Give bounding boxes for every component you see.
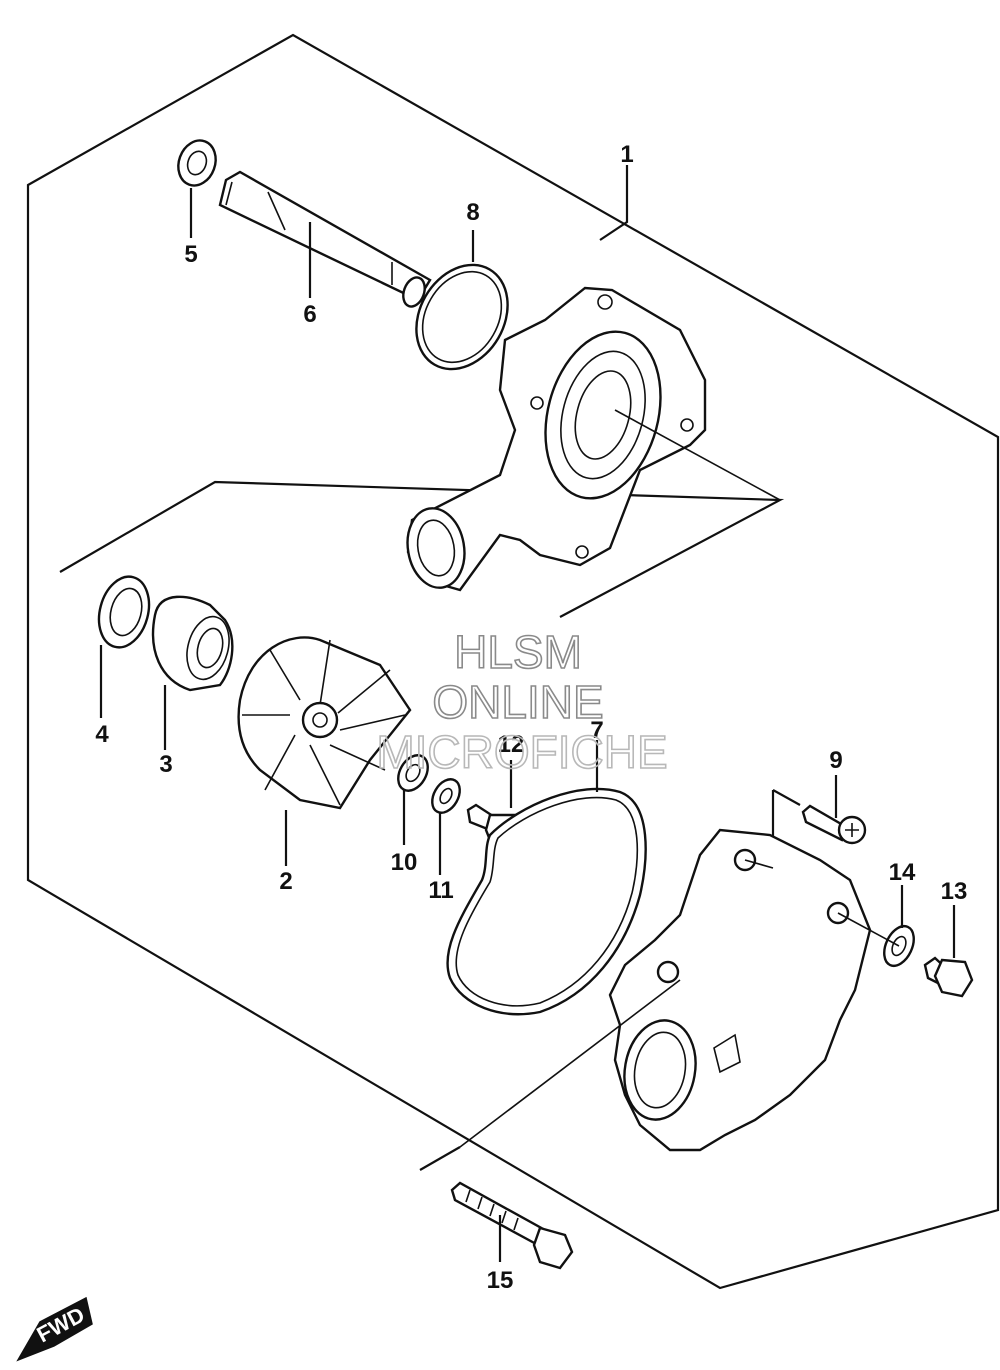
part-shaft-6[interactable] — [218, 170, 432, 310]
part-bolt-13[interactable] — [923, 956, 974, 998]
assembly-boundary — [26, 33, 1000, 1290]
part-screw-9[interactable] — [801, 804, 867, 845]
watermark-line-2: ONLINE — [432, 676, 603, 728]
part-gasket-7[interactable] — [446, 787, 647, 1016]
part-oil-seal-4[interactable] — [92, 571, 157, 653]
part-washer-5[interactable] — [172, 135, 222, 191]
fwd-arrow-icon — [16, 1296, 93, 1362]
part-o-ring-8[interactable] — [398, 248, 526, 385]
leader-lines — [99, 165, 956, 1262]
callout-9: 9 — [829, 747, 842, 774]
part-bolt-15[interactable] — [450, 1181, 574, 1270]
callout-11: 11 — [428, 877, 453, 904]
callout-5: 5 — [184, 241, 197, 268]
callout-2: 2 — [279, 868, 292, 895]
callout-10: 10 — [391, 849, 418, 876]
watermark: HLSM ONLINE MICROFICHE — [376, 625, 669, 779]
fwd-badge: FWD — [16, 1296, 93, 1362]
watermark-line-3: MICROFICHE — [376, 726, 667, 778]
callout-6: 6 — [303, 301, 316, 328]
callout-8: 8 — [466, 199, 479, 226]
callout-15: 15 — [487, 1267, 514, 1294]
callout-1: 1 — [620, 141, 633, 168]
part-washer-11[interactable] — [427, 774, 466, 817]
callout-12: 12 — [498, 731, 525, 758]
part-washer-10[interactable] — [392, 750, 434, 796]
callout-13: 13 — [941, 878, 968, 905]
callout-3: 3 — [159, 751, 172, 778]
subassembly-bracket-lower — [419, 1146, 461, 1171]
callout-4: 4 — [95, 721, 109, 748]
callout-14: 14 — [889, 859, 916, 886]
part-impeller-2[interactable] — [237, 636, 412, 810]
watermark-line-1: HLSM — [454, 626, 582, 678]
callout-7: 7 — [590, 717, 603, 744]
part-pump-cover[interactable] — [459, 828, 900, 1152]
part-pump-body-1[interactable] — [401, 286, 781, 592]
part-mechanical-seal-3[interactable] — [151, 595, 236, 692]
